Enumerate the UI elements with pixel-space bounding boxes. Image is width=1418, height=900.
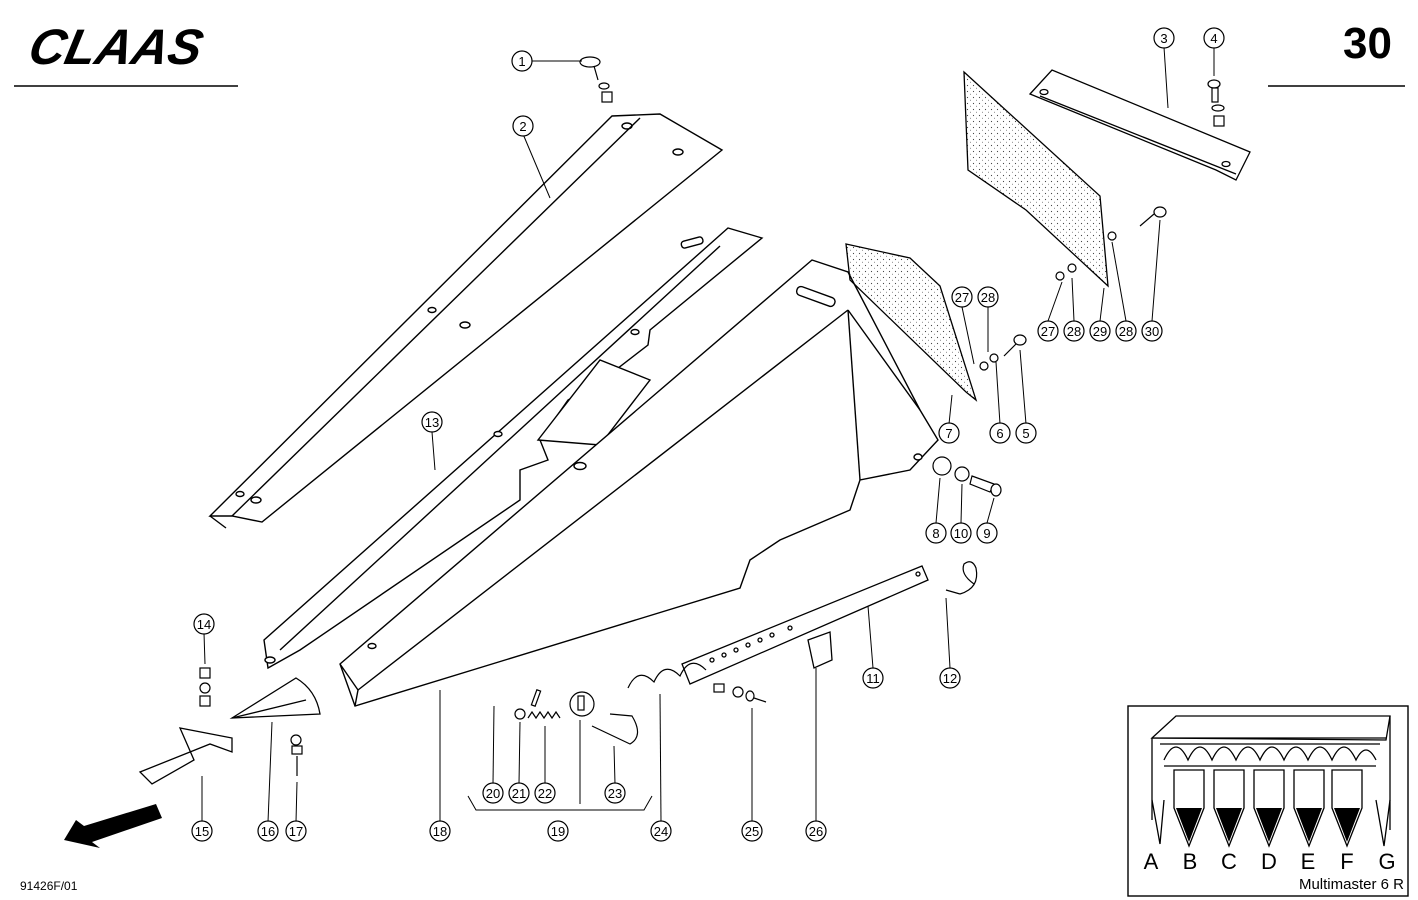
svg-text:6: 6 [996, 426, 1003, 441]
svg-text:7: 7 [945, 426, 952, 441]
callout-23: 23 [604, 782, 626, 804]
inset-header-drawing [1150, 715, 1391, 847]
callout-25: 25 [741, 820, 763, 842]
row-letter-g: G [1378, 849, 1395, 874]
callout-22: 22 [534, 782, 556, 804]
inset-row-letters: A B C D E F G [1144, 849, 1396, 874]
callout-11: 11 [862, 667, 884, 689]
svg-text:10: 10 [954, 526, 968, 541]
callout-29: 29 [1089, 320, 1111, 342]
model-inset: A B C D E F G Multimaster 6 R [1127, 705, 1409, 897]
adjustment-strap-part [681, 565, 929, 685]
svg-text:15: 15 [195, 824, 209, 839]
inset-row-tips [1176, 808, 1360, 842]
row-letter-f: F [1340, 849, 1353, 874]
svg-text:18: 18 [433, 824, 447, 839]
svg-text:4: 4 [1210, 31, 1217, 46]
callout-20: 20 [482, 782, 504, 804]
svg-text:30: 30 [1145, 324, 1159, 339]
row-letter-e: E [1301, 849, 1316, 874]
callout-10: 10 [950, 522, 972, 544]
mounting-bracket-part [138, 727, 233, 785]
svg-text:20: 20 [486, 786, 500, 801]
svg-text:29: 29 [1093, 324, 1107, 339]
callout-7: 7 [938, 422, 960, 444]
callout-28-upper: 28 [977, 286, 999, 308]
callouts: 1 2 3 4 5 6 7 8 9 10 11 12 13 14 15 16 1… [191, 27, 1225, 842]
svg-text:25: 25 [745, 824, 759, 839]
svg-text:3: 3 [1160, 31, 1167, 46]
direction-arrow-icon [64, 804, 162, 848]
top-bracket-part [1028, 69, 1251, 181]
svg-text:8: 8 [932, 526, 939, 541]
callout-28-lower: 28 [1063, 320, 1085, 342]
callout-3: 3 [1153, 27, 1175, 49]
row-letter-d: D [1261, 849, 1277, 874]
svg-text:9: 9 [983, 526, 990, 541]
callout-14: 14 [193, 613, 215, 635]
callout-15: 15 [191, 820, 213, 842]
row-letter-c: C [1221, 849, 1237, 874]
svg-text:14: 14 [197, 617, 211, 632]
brand-logo: CLAAS [24, 19, 208, 75]
callout-5: 5 [1015, 422, 1037, 444]
svg-text:22: 22 [538, 786, 552, 801]
dotted-plate-large [963, 70, 1109, 288]
callout-27-lower: 27 [1037, 320, 1059, 342]
callout-16: 16 [257, 820, 279, 842]
divider-hood-part [339, 259, 939, 707]
callout-21: 21 [508, 782, 530, 804]
callout-2: 2 [512, 115, 534, 137]
svg-text:26: 26 [809, 824, 823, 839]
svg-text:12: 12 [943, 671, 957, 686]
svg-text:28: 28 [1119, 324, 1133, 339]
svg-text:1: 1 [518, 54, 525, 69]
drawing-code: 91426F/01 [20, 879, 78, 893]
row-letter-a: A [1144, 849, 1159, 874]
svg-text:23: 23 [608, 786, 622, 801]
callout-19: 19 [547, 820, 569, 842]
svg-text:11: 11 [866, 671, 880, 686]
inset-model-name: Multimaster 6 R [1299, 876, 1404, 893]
page-number: 30 [1343, 19, 1392, 68]
callout-8: 8 [925, 522, 947, 544]
callout-18: 18 [429, 820, 451, 842]
callout-17: 17 [285, 820, 307, 842]
callout-9: 9 [976, 522, 998, 544]
top-rail-part [208, 113, 724, 529]
row-letter-b: B [1183, 849, 1198, 874]
callout-24: 24 [650, 820, 672, 842]
svg-text:16: 16 [261, 824, 275, 839]
svg-text:13: 13 [425, 415, 439, 430]
callout-6: 6 [989, 422, 1011, 444]
callout-26: 26 [805, 820, 827, 842]
svg-text:24: 24 [654, 824, 668, 839]
callout-4: 4 [1203, 27, 1225, 49]
leader-lines [201, 46, 1215, 823]
nose-cone-part [229, 677, 321, 719]
callout-1: 1 [511, 50, 533, 72]
svg-text:28: 28 [981, 290, 995, 305]
svg-text:5: 5 [1022, 426, 1029, 441]
svg-text:2: 2 [519, 119, 526, 134]
svg-text:21: 21 [512, 786, 526, 801]
middle-frame-part [263, 227, 764, 670]
callout-13: 13 [421, 411, 443, 433]
callout-28-right: 28 [1115, 320, 1137, 342]
hardware-parts [199, 56, 1225, 776]
svg-text:27: 27 [955, 290, 969, 305]
callout-12: 12 [939, 667, 961, 689]
svg-text:28: 28 [1067, 324, 1081, 339]
svg-text:27: 27 [1041, 324, 1055, 339]
callout-27-upper: 27 [951, 286, 973, 308]
svg-text:19: 19 [551, 824, 565, 839]
svg-text:17: 17 [289, 824, 303, 839]
dotted-plate-small [845, 243, 978, 402]
header: CLAAS 30 [14, 19, 1405, 87]
callout-30: 30 [1141, 320, 1163, 342]
